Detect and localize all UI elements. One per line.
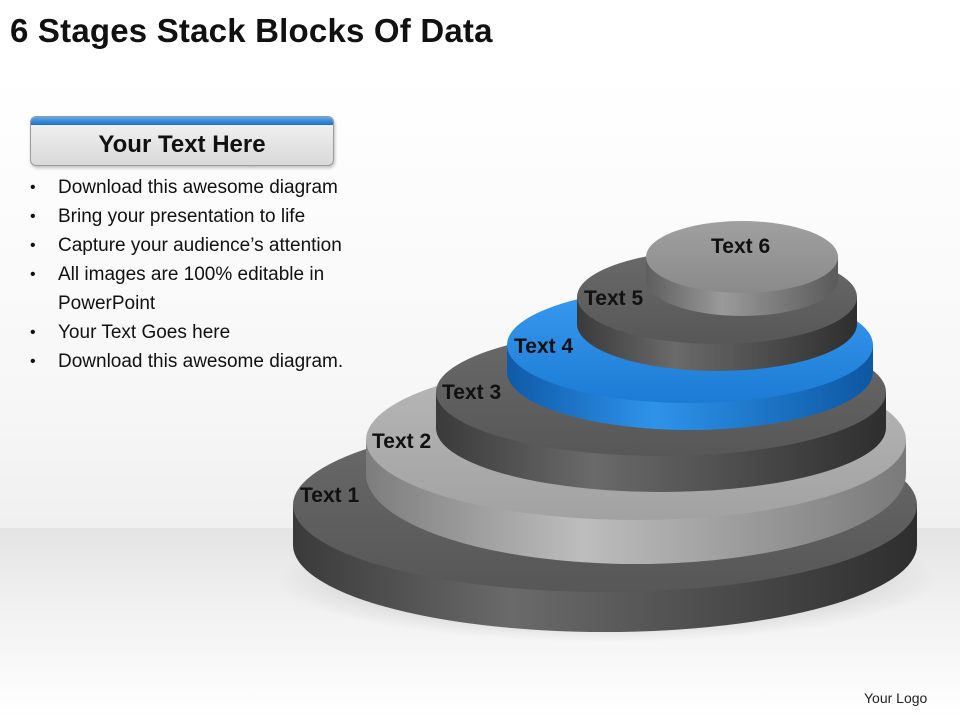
bullet-item: • Bring your presentation to life xyxy=(28,202,358,231)
bullet-item: • Capture your audience’s attention xyxy=(28,231,358,260)
bullet-list: • Download this awesome diagram • Bring yo… xyxy=(28,173,358,376)
stage-label-6: Text 6 xyxy=(711,235,770,258)
bullet-dot-icon: • xyxy=(30,353,36,370)
stage-label-2: Text 2 xyxy=(372,430,431,453)
bullet-item: • Download this awesome diagram xyxy=(28,173,358,202)
bullet-text: All images are 100% editable in PowerPoi… xyxy=(58,264,325,314)
bullet-dot-icon: • xyxy=(30,237,36,254)
bullet-item: • All images are 100% editable in PowerPo… xyxy=(28,260,358,318)
bullet-text: Your Text Goes here xyxy=(58,322,231,343)
bullet-dot-icon: • xyxy=(30,266,36,283)
bullet-item: • Download this awesome diagram. xyxy=(28,347,358,376)
text-header-box: Your Text Here xyxy=(30,116,334,166)
bullet-text: Download this awesome diagram. xyxy=(58,351,344,372)
page-title: 6 Stages Stack Blocks Of Data xyxy=(10,12,493,49)
bullet-dot-icon: • xyxy=(30,208,36,225)
bullet-text: Download this awesome diagram xyxy=(58,177,338,198)
header-accent-bar xyxy=(31,117,333,125)
bullet-dot-icon: • xyxy=(30,324,36,341)
header-box-label: Your Text Here xyxy=(98,131,266,158)
bullet-text: Capture your audience’s attention xyxy=(58,235,342,256)
stage-label-1: Text 1 xyxy=(300,484,359,507)
stage-label-3: Text 3 xyxy=(442,381,501,404)
stage-disc-6 xyxy=(646,221,838,316)
bullet-dot-icon: • xyxy=(30,179,36,196)
bullet-item: • Your Text Goes here xyxy=(28,318,358,347)
stage-label-5: Text 5 xyxy=(584,287,643,310)
logo-text: Your Logo xyxy=(864,690,928,706)
bullet-text: Bring your presentation to life xyxy=(58,206,306,227)
stage-label-4: Text 4 xyxy=(514,335,573,358)
